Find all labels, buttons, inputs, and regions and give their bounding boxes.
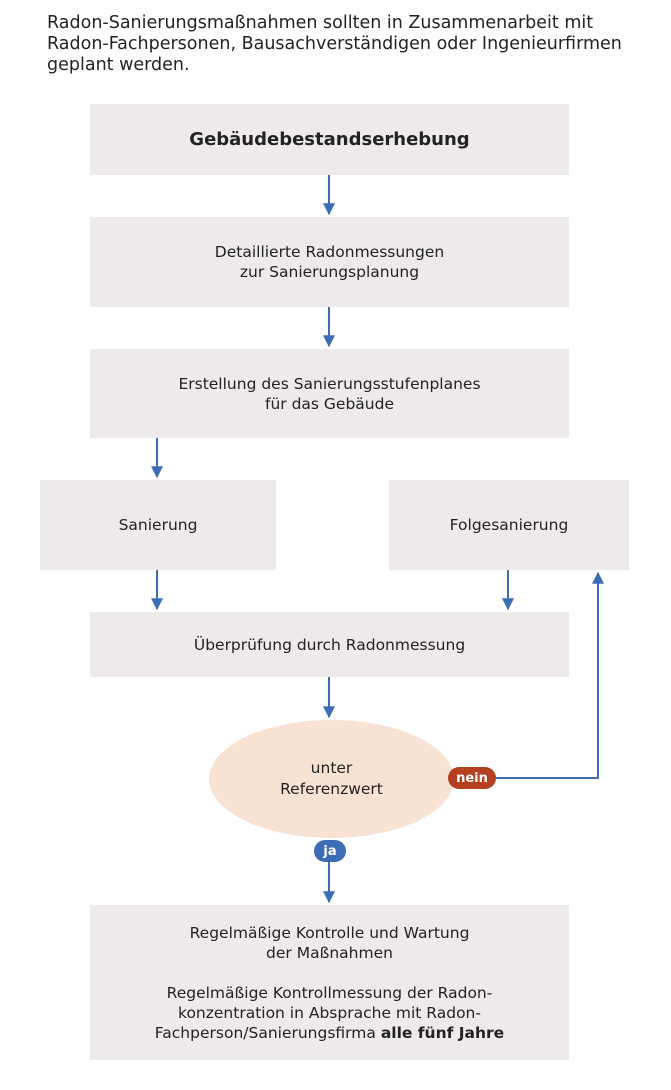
step-measurements-line2: zur Sanierungsplanung bbox=[239, 263, 420, 281]
step-assessment-label: Gebäudebestandserhebung bbox=[189, 128, 470, 150]
control-line3-text: Fachperson/Sanierungsfirma bbox=[154, 1023, 381, 1042]
decision-ellipse: unter Referenzwert bbox=[209, 720, 454, 838]
step-remediation-label: Sanierung bbox=[118, 516, 198, 534]
step-assessment: Gebäudebestandserhebung bbox=[90, 104, 569, 175]
yes-badge: ja bbox=[314, 840, 346, 862]
step-follow-up: Folgesanierung bbox=[389, 480, 629, 570]
maintenance-line1: Regelmäßige Kontrolle und Wartung bbox=[189, 923, 470, 942]
control-line1: Regelmäßige Kontrollmessung der Radon- bbox=[166, 983, 493, 1002]
control-line2: konzentration in Absprache mit Radon- bbox=[178, 1003, 481, 1022]
arrow-no-to-follow-up bbox=[496, 571, 604, 779]
step-remediation: Sanierung bbox=[40, 480, 276, 570]
intro-text: Radon-Sanierungsmaßnahmen sollten in Zus… bbox=[47, 13, 622, 75]
maintenance-line2: der Maßnahmen bbox=[266, 943, 393, 962]
step-plan-line2: für das Gebäude bbox=[264, 394, 394, 413]
step-maintenance: Regelmäßige Kontrolle und Wartung der Ma… bbox=[90, 905, 569, 1060]
step-verification: Überprüfung durch Radonmessung bbox=[90, 612, 569, 677]
control-line3: Fachperson/Sanierungsfirma alle fünf Jah… bbox=[155, 1023, 504, 1043]
step-measurements-line1: Detaillierte Radonmessungen bbox=[214, 243, 445, 261]
decision-line2: Referenzwert bbox=[280, 780, 383, 798]
step-plan-line1: Erstellung des Sanierungsstufenplanes bbox=[178, 374, 481, 393]
control-line3-emphasis: alle fünf Jahre bbox=[380, 1023, 505, 1042]
step-follow-up-label: Folgesanierung bbox=[449, 516, 569, 534]
step-measurements: Detaillierte Radonmessungen zur Sanierun… bbox=[90, 217, 569, 307]
no-badge: nein bbox=[448, 767, 496, 789]
step-verification-label: Überprüfung durch Radonmessung bbox=[193, 635, 466, 654]
decision-line1: unter bbox=[310, 759, 353, 777]
step-plan: Erstellung des Sanierungsstufenplanes fü… bbox=[90, 349, 569, 438]
